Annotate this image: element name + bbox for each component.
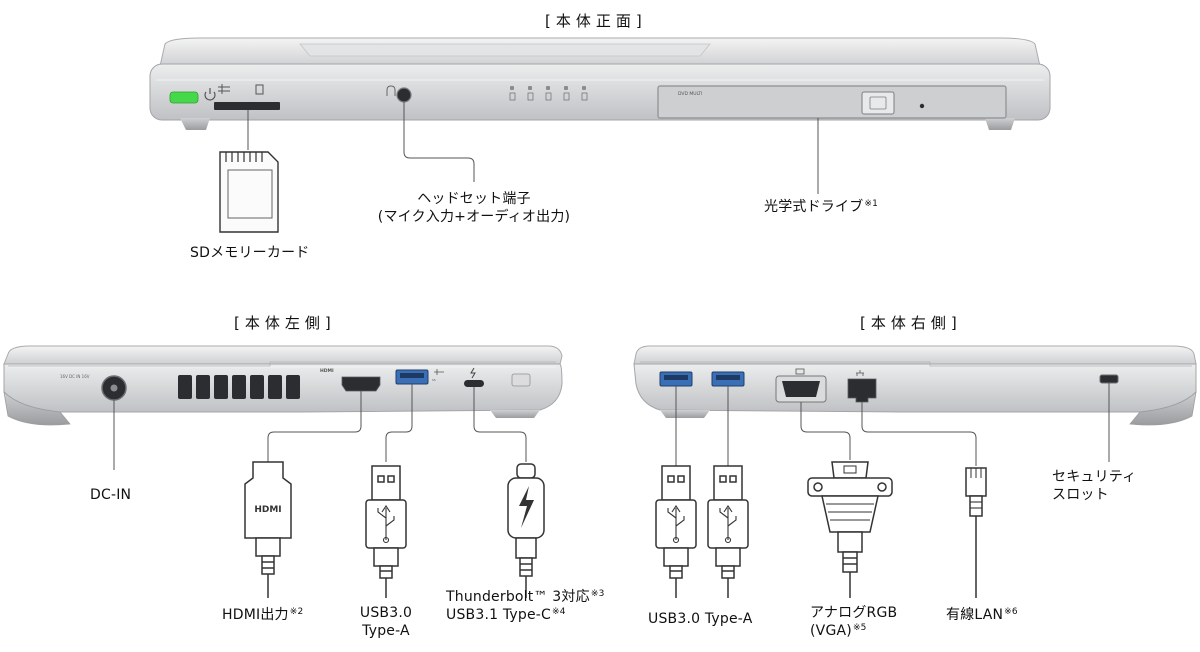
hdmi-port-print: HDMI <box>320 368 334 374</box>
right-seam-step <box>640 361 1192 367</box>
label-security-line1: セキュリティ <box>1052 469 1137 485</box>
dc-in-pin <box>110 384 118 392</box>
right-view <box>633 345 1197 426</box>
sd-card-illustration <box>219 151 279 233</box>
label-hdmi-note: ※2 <box>289 607 304 617</box>
label-dc-in: DC-IN <box>90 487 132 503</box>
status-indicators <box>509 86 588 101</box>
label-headset: ヘッドセット端子 (マイク入力+オーディオ出力) <box>374 190 574 226</box>
usb-c-port <box>464 380 484 387</box>
heading-left-view: [本体左側] <box>234 314 336 332</box>
front-foot-left <box>180 118 210 130</box>
security-slot <box>1099 374 1119 384</box>
usb-port-right-1-tongue <box>664 375 688 380</box>
label-lan-text: 有線LAN <box>946 607 1004 623</box>
hdmi-port <box>341 376 381 392</box>
label-tb-line2-text: USB3.1 Type-C <box>446 607 552 623</box>
left-seam-step <box>8 361 556 367</box>
drive-emergency-hole <box>919 103 925 109</box>
label-usb-left: USB3.0 Type-A <box>346 604 426 640</box>
network-icon <box>856 370 864 376</box>
left-view: 16V DC IN 16V HDMI ss <box>3 345 563 426</box>
label-vga: アナログRGB (VGA)※5 <box>810 604 897 640</box>
optical-drive-tray <box>657 85 1007 119</box>
label-vga-line1: アナログRGB <box>810 605 898 621</box>
front-foot-right <box>985 118 1015 130</box>
left-small-slot <box>511 373 531 387</box>
right-body <box>633 363 1197 413</box>
usb-superspeed-print: ss <box>432 378 436 382</box>
usb-c-cable-illustration <box>507 463 545 598</box>
label-security-slot: セキュリティ スロット <box>1052 468 1136 504</box>
usb-port-right-2-tongue <box>716 375 740 380</box>
lan-port <box>847 378 877 403</box>
drive-label: DVD MULTI <box>678 91 703 97</box>
usb-icon-left <box>434 369 444 375</box>
label-optical-drive: 光学式ドライブ※1 <box>764 198 878 216</box>
left-body <box>3 363 563 413</box>
headset-icon <box>386 85 396 96</box>
vga-cable-illustration <box>807 461 893 598</box>
headset-jack <box>396 87 412 103</box>
left-back-foot <box>3 390 71 426</box>
vent-grille <box>178 375 300 399</box>
label-optical-drive-text: 光学式ドライブ <box>764 199 864 215</box>
label-headset-line2: (マイク入力+オーディオ出力) <box>377 209 571 225</box>
lan-cable-illustration <box>965 467 987 598</box>
label-sd-card: SDメモリーカード <box>190 245 310 261</box>
usb-port-left-tongue <box>400 373 424 378</box>
drive-eject-button[interactable] <box>861 91 895 115</box>
power-led <box>169 91 199 104</box>
label-security-line2: スロット <box>1052 487 1109 503</box>
label-lan-note: ※6 <box>1004 607 1018 617</box>
hdmi-plug-print: HDMI <box>254 505 281 515</box>
label-usb-left-line2: Type-A <box>362 623 410 639</box>
right-back-foot <box>1129 390 1197 426</box>
front-leaders <box>247 102 819 194</box>
label-tb-line2-note: ※4 <box>552 607 566 617</box>
left-front-foot <box>490 410 540 418</box>
label-thunderbolt: Thunderbolt™ 3対応※3 USB3.1 Type-C※4 <box>446 588 605 624</box>
usb-a-cable-illustration <box>365 465 407 598</box>
label-vga-line2: (VGA) <box>810 623 852 639</box>
label-usb-left-line1: USB3.0 <box>359 605 413 621</box>
right-lid <box>633 345 1197 365</box>
heading-front-view: [本体正面] <box>545 12 647 30</box>
drive-eject-inner <box>869 96 887 110</box>
label-headset-line1: ヘッドセット端子 <box>417 191 531 207</box>
label-tb-line1-note: ※3 <box>590 589 605 599</box>
front-view: DVD MULTI <box>149 37 1051 130</box>
sd-icon <box>218 84 264 95</box>
label-lan: 有線LAN※6 <box>946 606 1018 624</box>
heading-right-view: [本体右側] <box>860 314 962 332</box>
usb-a-cable-right-1 <box>655 465 697 599</box>
thunderbolt-port-icon <box>470 367 476 379</box>
left-leaders <box>113 384 527 470</box>
label-vga-note: ※5 <box>852 623 867 633</box>
monitor-icon <box>795 368 805 375</box>
usb-a-cable-right-2 <box>707 465 749 599</box>
right-leaders <box>675 383 1110 466</box>
vga-port <box>782 381 820 397</box>
label-hdmi: HDMI出力※2 <box>222 606 303 624</box>
label-tb-line1-text: Thunderbolt™ 3対応 <box>446 589 590 605</box>
power-icon <box>204 88 216 101</box>
label-usb-right: USB3.0 Type-A <box>648 611 753 627</box>
sd-slot <box>214 102 280 110</box>
front-lid-bump <box>299 43 711 57</box>
left-lid <box>3 345 563 365</box>
right-front-foot <box>660 410 710 418</box>
label-thunderbolt-line2: USB3.1 Type-C※4 <box>446 606 605 624</box>
dc-port-print: 16V DC IN 16V <box>60 374 90 379</box>
label-optical-drive-note: ※1 <box>864 199 879 209</box>
label-thunderbolt-line1: Thunderbolt™ 3対応※3 <box>446 588 605 606</box>
label-hdmi-text: HDMI出力 <box>222 607 289 623</box>
hdmi-cable-illustration <box>244 461 292 598</box>
label-vga-line2-wrap: (VGA)※5 <box>810 622 897 640</box>
